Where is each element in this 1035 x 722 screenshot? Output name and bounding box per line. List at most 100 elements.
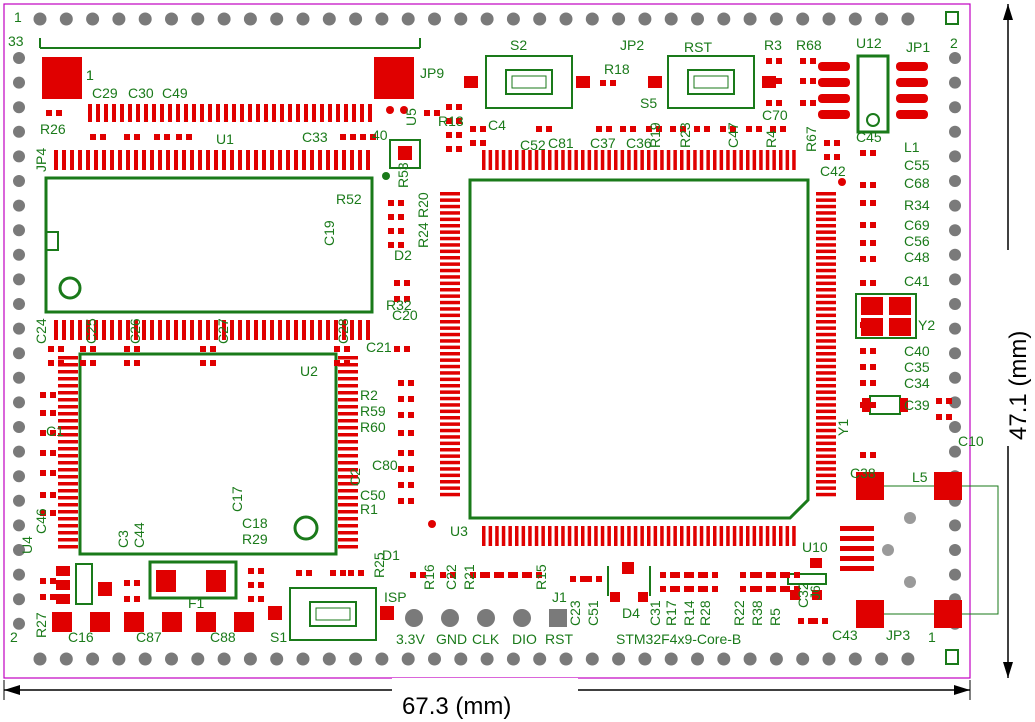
value-label: C88 [210,629,236,645]
connector-pin-top [191,12,205,26]
connector-pin-bottom [664,652,678,666]
connector-pin-bottom [506,652,520,666]
connector-pin-bottom [769,652,783,666]
connector-pin-top [33,12,47,26]
designator-d4: D4 [622,605,640,621]
designator-l5: L5 [912,469,928,485]
designator-j1: J1 [552,589,567,605]
connector-pin-bottom [270,652,284,666]
value-label: C21 [366,339,392,355]
connector-pin-left [13,494,25,507]
value-label: R24 [415,222,431,248]
value-label: R68 [796,37,822,53]
connector-pin-bottom [533,652,547,666]
value-label: C34 [904,375,930,391]
connector-pin-top [638,12,652,26]
value-label: R17 [663,600,679,626]
connector-pin-top [401,12,415,26]
connector-pin-top [375,12,389,26]
connector-pin-bottom [743,652,757,666]
value-label: R27 [33,612,49,638]
value-label: C22 [443,564,459,590]
connector-pin-right [949,199,961,212]
connector-pin-bottom [59,652,73,666]
value-label: C52 [520,137,546,153]
designator-isp: ISP [384,589,407,605]
header-label-rst: RST [545,631,573,647]
designator-jp2: JP2 [620,37,644,53]
value-label: R15 [533,564,549,590]
value-label: C70 [762,107,788,123]
designator-u12: U12 [856,35,882,51]
value-label: R20 [415,192,431,218]
connector-pin-left [13,76,25,89]
value-label: C45 [856,129,882,145]
value-label: R22 [731,600,747,626]
value-label: C69 [904,217,930,233]
connector-pin-left [13,150,25,163]
designator-d2: D2 [394,247,412,263]
value-label: C40 [904,343,930,359]
value-label: C81 [548,135,574,151]
header-label-3v3: 3.3V [396,631,425,647]
value-label: R38 [749,600,765,626]
connector-pin-bottom [796,652,810,666]
value-label: C87 [136,629,162,645]
connector-pin-top [533,12,547,26]
designator-f1: F1 [188,595,205,611]
connector-pin-left [13,298,25,310]
value-label: C43 [832,627,858,643]
connector-pin-top [848,12,862,26]
value-label: C10 [958,433,984,449]
value-label: C2 [347,468,363,486]
designator-u10: U10 [802,539,828,555]
value-label: R19 [647,122,663,148]
connector-pin-right [949,544,961,556]
connector-pin-top [86,12,100,26]
connector-pin-left [13,396,25,409]
value-label: C35 [904,359,930,375]
value-label: C33 [302,129,328,145]
connector-pin-bottom [875,652,889,666]
connector-pin-top [769,12,783,26]
value-label: C44 [131,522,147,548]
value-label: C42 [820,163,846,179]
designator-forty: 40 [372,127,388,143]
connector-pin-bottom [296,652,310,666]
value-label: C38 [850,465,876,481]
connector-pin-bottom [454,652,468,666]
connector-pin-right [949,322,961,335]
value-label: R2 [360,387,378,403]
value-label: C31 [647,600,663,626]
value-label: R13 [438,113,464,129]
connector-pin-top [822,12,836,26]
value-label: R29 [242,531,268,547]
connector-pin-top [349,12,363,26]
value-label: C1 [46,423,64,439]
value-label: R21 [461,564,477,590]
value-label: C36 [626,135,652,151]
connector-pin-top [664,12,678,26]
value-label: R4 [763,130,779,148]
value-label: R14 [681,600,697,626]
connector-pin-right [949,347,961,360]
connector-pin-left [13,175,25,187]
connector-pin-top [138,12,152,26]
connector-pin-left [13,371,25,384]
connector-pin-top [901,12,915,26]
value-label: C28 [335,318,351,344]
connector-pin-top [796,12,810,26]
connector-pin-bottom [217,652,231,666]
connector-pin-bottom [822,652,836,666]
connector-pin-left [13,101,25,114]
connector-pin-top [217,12,231,26]
value-label: C24 [33,318,49,344]
value-label: C30 [128,85,154,101]
value-label: R1 [360,501,378,517]
connector-pin-top [559,12,573,26]
value-label: C49 [162,85,188,101]
connector-pin-top [717,12,731,26]
connector-pin-right [949,52,961,64]
connector-pin-right [949,445,961,458]
